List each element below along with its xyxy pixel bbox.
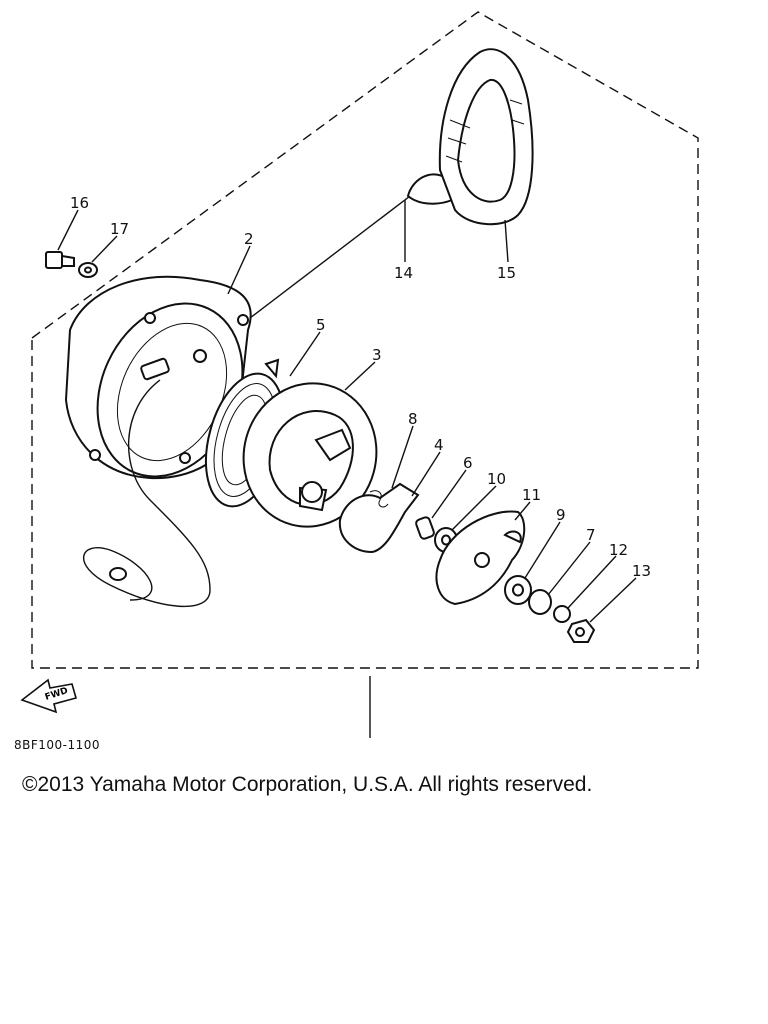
callout-12: 12: [609, 541, 628, 559]
callout-14: 14: [394, 264, 413, 282]
callout-leaders: [57, 200, 637, 623]
callout-9: 9: [556, 506, 566, 524]
callout-4: 4: [434, 436, 444, 454]
callout-10: 10: [487, 470, 506, 488]
starter-rope-and-handle: [249, 48, 534, 319]
callout-16: 16: [70, 194, 89, 212]
callout-11: 11: [522, 486, 541, 504]
pawl-guide-plate: [435, 510, 526, 606]
rope-coil: [82, 379, 211, 608]
callout-3: 3: [372, 346, 382, 364]
callout-6: 6: [463, 454, 473, 472]
bolt-and-washer: [45, 251, 98, 278]
copyright-notice: ©2013 Yamaha Motor Corporation, U.S.A. A…: [22, 773, 593, 796]
starter-pulley: [242, 382, 378, 528]
callout-15: 15: [497, 264, 516, 282]
starter-housing: [64, 275, 252, 480]
callout-13: 13: [632, 562, 651, 580]
callout-17: 17: [110, 220, 129, 238]
callout-2: 2: [244, 230, 254, 248]
callout-8: 8: [408, 410, 418, 428]
callout-5: 5: [316, 316, 326, 334]
drive-pawl-assembly: [338, 482, 435, 554]
fwd-arrow-icon: FWD: [20, 678, 77, 714]
assembly-boundary: [31, 11, 699, 669]
recoil-starter-exploded-diagram: 16 17 2 14 15 5 3 8 4 6 10 11 9 7 12 13 …: [20, 11, 699, 738]
callout-7: 7: [586, 526, 596, 544]
drawing-code: 8BF100-1100: [14, 738, 101, 752]
washers-and-nut: [504, 575, 596, 643]
